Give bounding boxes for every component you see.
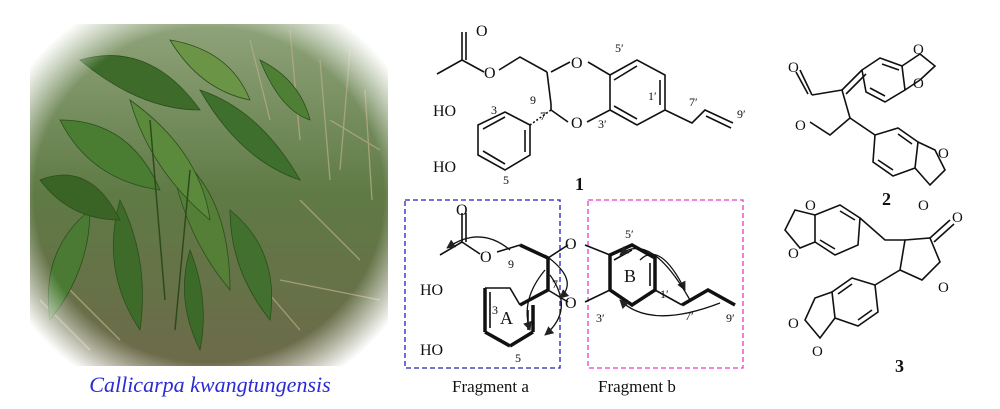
c7-label: 7 — [540, 109, 546, 123]
c3-o-carbonyl-label: O — [952, 210, 963, 226]
c5p-label: 5′ — [615, 41, 624, 55]
c3-label: 3 — [491, 103, 497, 117]
c2-o-d1-label: O — [913, 42, 924, 58]
compound-2-structure — [795, 53, 946, 187]
c7p-label: 7′ — [689, 95, 698, 109]
compound-1-number: 1 — [575, 174, 584, 194]
frag-c5-label: 5 — [515, 351, 521, 365]
c2-o-d2-label: O — [913, 76, 924, 92]
c2-o-d3-label: O — [938, 146, 949, 162]
o-ester-label: O — [484, 65, 496, 82]
frag-c7p-label: 7′ — [685, 309, 694, 323]
frag-c9p-label: 9′ — [726, 311, 735, 325]
compound-2-number: 2 — [882, 189, 891, 209]
fragment-structure — [439, 213, 736, 348]
c3-o-d4-label: O — [812, 344, 823, 360]
ring-a-label: A — [500, 308, 513, 328]
frag-c3-label: 3 — [492, 303, 498, 317]
c3-o-d3-label: O — [788, 316, 799, 332]
ho-bottom-label: HO — [433, 159, 456, 176]
compound-3-structure — [784, 204, 955, 340]
c2-o-lactone-label: O — [795, 118, 806, 134]
compound-1-structure — [436, 32, 734, 171]
c9p-label: 9′ — [737, 107, 746, 121]
fragment-b-box — [587, 199, 744, 369]
frag-o-carbonyl-label: O — [456, 202, 468, 219]
c3p-label: 3′ — [598, 117, 607, 131]
ring-b-label: B — [624, 266, 636, 286]
frag-ho-top-label: HO — [420, 282, 443, 299]
compound-3-labels: O O O O O O 3 — [788, 198, 963, 376]
frag-c3p-label: 3′ — [596, 311, 605, 325]
c2-o-d4-label: O — [918, 198, 929, 214]
compound-3-number: 3 — [895, 356, 904, 376]
c3-o-d2-label: O — [788, 246, 799, 262]
plant-photo — [28, 22, 390, 368]
c3-o-d1-label: O — [805, 198, 816, 214]
c9-label: 9 — [530, 93, 536, 107]
fragment-a-label: Fragment a — [452, 377, 529, 396]
o-carbonyl-label: O — [476, 23, 488, 40]
c3-o-lactone-label: O — [938, 280, 949, 296]
c1p-label: 1′ — [648, 89, 657, 103]
c2-o-carbonyl-label: O — [788, 60, 799, 76]
frag-c5p-label: 5′ — [625, 227, 634, 241]
frag-o-b-label: O — [565, 295, 577, 312]
fragment-labels: O O O O HO HO 3 5 9 7 5′ 1′ 3′ 7′ 9′ A B… — [420, 202, 735, 396]
o-b-label: O — [571, 115, 583, 132]
fragment-b-label: Fragment b — [598, 377, 676, 396]
o-a-label: O — [571, 55, 583, 72]
frag-c9-label: 9 — [508, 257, 514, 271]
frag-ho-bottom-label: HO — [420, 342, 443, 359]
frag-c1p-label: 1′ — [660, 287, 669, 301]
frag-o-ester-label: O — [480, 249, 492, 266]
ho-top-label: HO — [433, 103, 456, 120]
fragment-a-box — [404, 199, 561, 369]
frag-c7-label: 7 — [552, 277, 558, 291]
frag-o-a-label: O — [565, 236, 577, 253]
c5-label: 5 — [503, 173, 509, 187]
compound-1-labels: O O O O HO HO 3 5 9 7 5′ 1′ 3′ 7′ 9′ 1 — [433, 23, 746, 194]
compound-2-labels: O O O O O O 2 — [788, 42, 949, 214]
photo-caption: Callicarpa kwangtungensis — [89, 372, 331, 397]
